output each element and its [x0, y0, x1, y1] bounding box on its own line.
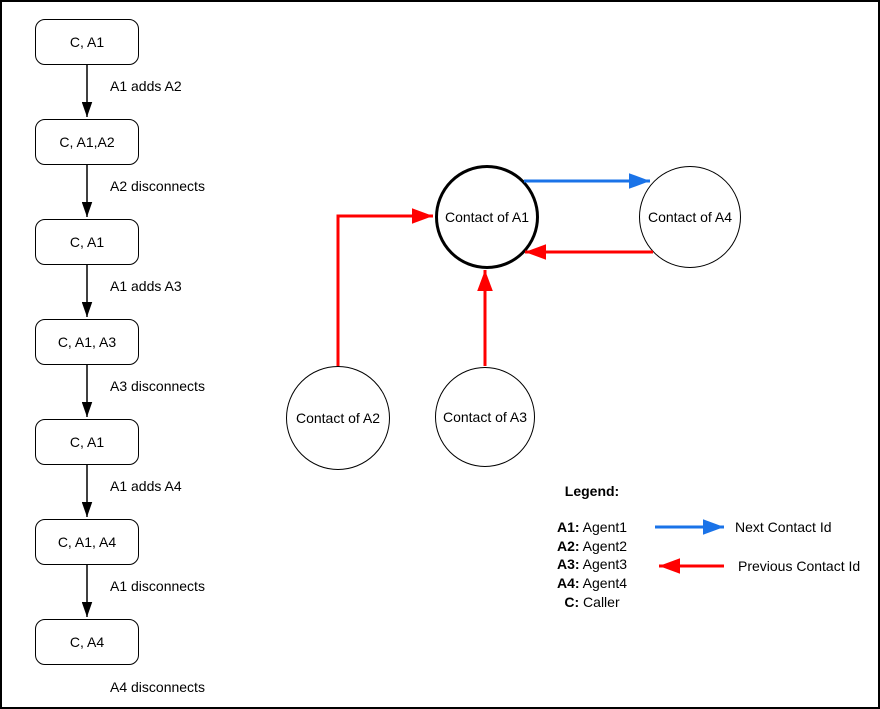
graph-node-contact-a4: Contact of A4 [639, 166, 741, 268]
legend-item-a4: A4: Agent4 [542, 574, 642, 593]
legend-value: Agent3 [582, 556, 628, 573]
flow-node-6: C, A4 [35, 619, 139, 665]
graph-node-contact-a2: Contact of A2 [286, 366, 390, 470]
legend-key: C: [564, 593, 580, 610]
flow-node-4: C, A1 [35, 419, 139, 465]
flow-node-1: C, A1,A2 [35, 119, 139, 165]
legend-value: Agent4 [582, 575, 628, 592]
legend-key: A1: [556, 519, 580, 535]
legend-key: A3: [556, 556, 580, 573]
legend-previous-arrow-label: Previous Contact Id [738, 558, 861, 574]
legend-value: Agent1 [582, 519, 628, 535]
graph-node-contact-a1: Contact of A1 [435, 165, 539, 269]
edge-label-4: A1 adds A4 [109, 477, 183, 495]
edge-label-0: A1 adds A2 [109, 77, 183, 95]
legend-key: A2: [556, 537, 580, 554]
flow-node-5: C, A1, A4 [35, 519, 139, 565]
legend-next-arrow-label: Next Contact Id [735, 519, 832, 535]
edge-label-5: A1 disconnects [109, 577, 206, 595]
edge-label-3: A3 disconnects [109, 377, 206, 395]
edge-label-1: A2 disconnects [109, 177, 206, 195]
edge-label-2: A1 adds A3 [109, 277, 183, 295]
edge-prev-a2-to-a1 [336, 208, 433, 366]
legend-value: Caller [583, 593, 620, 610]
edge-label-6: A4 disconnects [109, 678, 206, 696]
flow-node-0: C, A1 [35, 19, 139, 65]
flow-node-2: C, A1 [35, 219, 139, 265]
legend: Legend: A1: Agent1 A2: Agent2 A3: Agent3… [542, 483, 642, 612]
legend-value: Agent2 [582, 537, 628, 554]
legend-item-a3: A3: Agent3 [542, 555, 642, 574]
legend-key: A4: [556, 575, 580, 592]
legend-item-a1: A1: Agent1 [542, 518, 642, 537]
legend-item-c: C: Caller [542, 593, 642, 612]
legend-title: Legend: [564, 483, 620, 499]
legend-item-a2: A2: Agent2 [542, 537, 642, 556]
graph-node-contact-a3: Contact of A3 [435, 367, 535, 467]
flow-node-3: C, A1, A3 [35, 319, 139, 365]
